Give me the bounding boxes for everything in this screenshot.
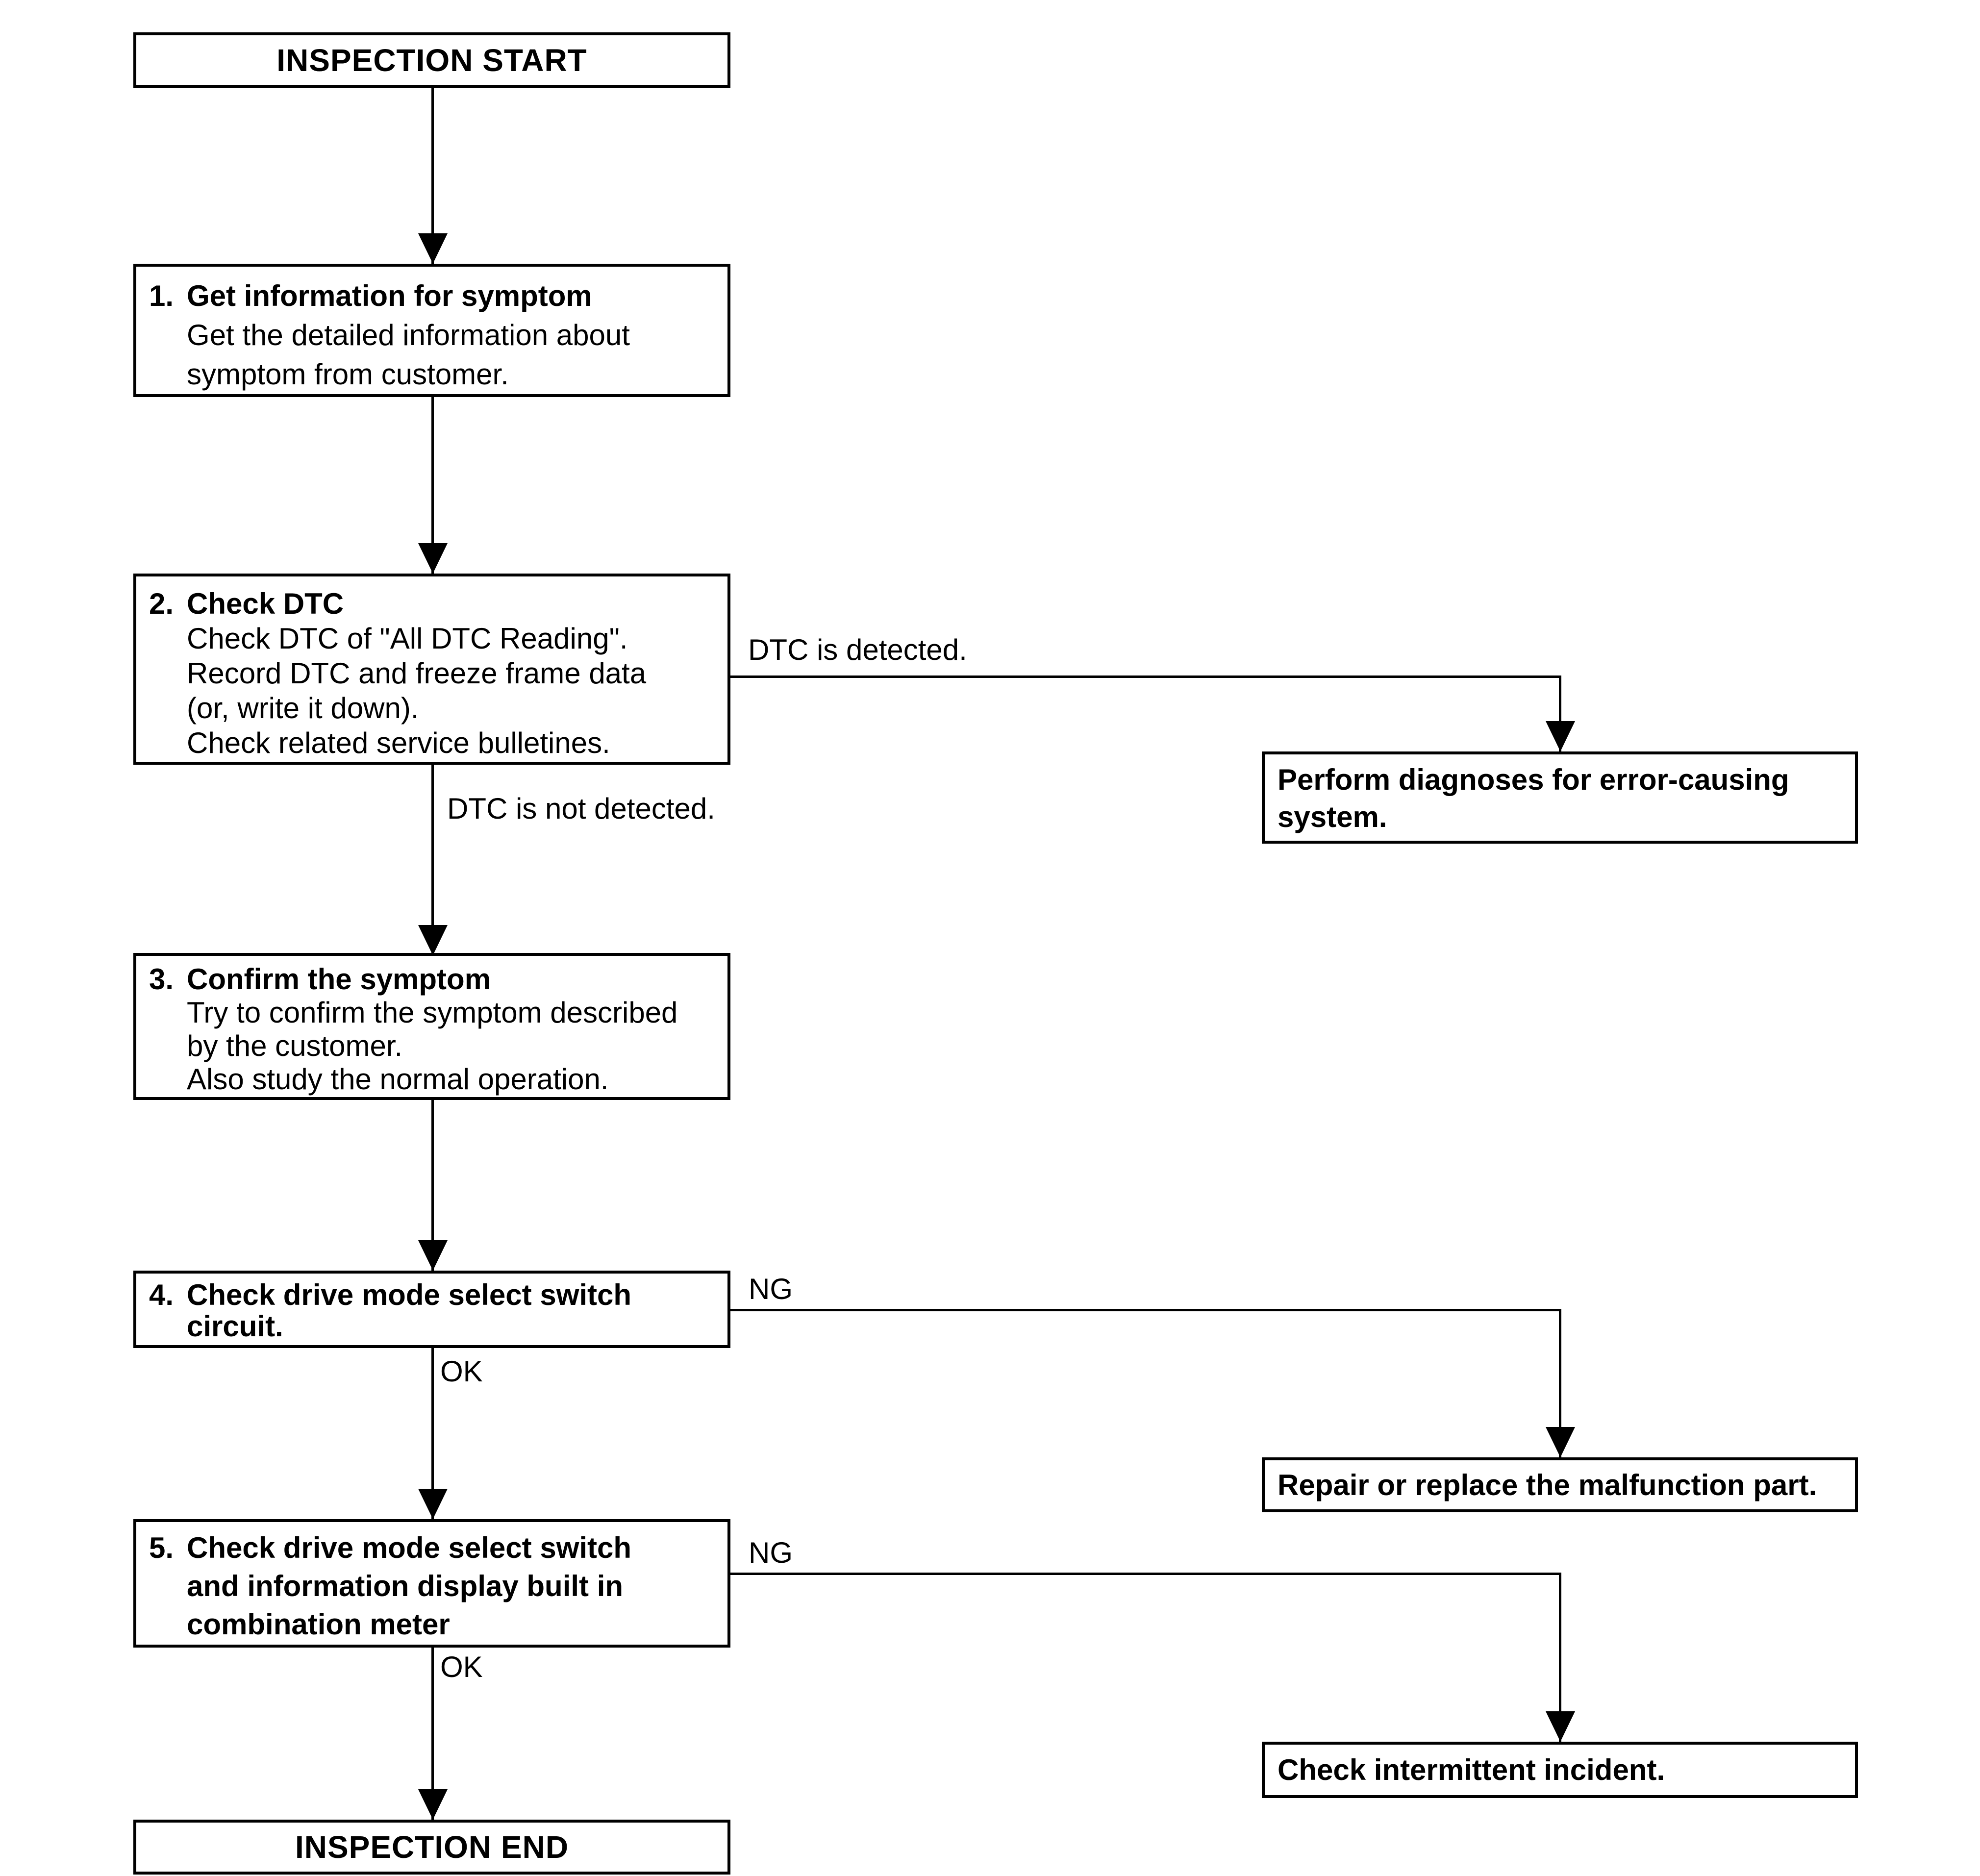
arrowhead-ng1 (1546, 1427, 1575, 1457)
step-2-body-line: Check related service bulletines. (187, 726, 610, 759)
step-2-number: 2. (149, 587, 174, 620)
edge-label-ok-1: OK (440, 1355, 483, 1388)
step-4-title: Check drive mode select switch (187, 1278, 632, 1311)
connector-step4-to-step5 (431, 1348, 434, 1519)
connector-step5-to-end (431, 1648, 434, 1820)
step-4-title-line: circuit. (187, 1310, 283, 1343)
node-step-1-get-information: 1. Get information for symptom Get the de… (133, 264, 730, 397)
arrowhead-start-to-step1 (418, 233, 448, 264)
connector-ng1-horizontal (727, 1309, 1561, 1311)
step-3-body-line: Also study the normal operation. (187, 1063, 609, 1096)
step-1-title: Get information for symptom (187, 279, 592, 312)
connector-start-to-step1 (431, 88, 434, 264)
step-3-title: Confirm the symptom (187, 963, 491, 996)
inspection-start-label: INSPECTION START (276, 42, 587, 78)
edge-label-dtc-detected: DTC is detected. (748, 633, 967, 666)
connector-dtc-detected-horizontal (727, 675, 1561, 678)
step-2-body-line: Check DTC of "All DTC Reading". (187, 622, 628, 655)
arrowhead-ng2 (1546, 1711, 1575, 1742)
step-1-number: 1. (149, 279, 174, 312)
step-2-body-line: Record DTC and freeze frame data (187, 657, 647, 690)
node-inspection-start: INSPECTION START (133, 32, 730, 88)
connector-ng2-vertical (1559, 1573, 1561, 1742)
connector-step2-to-step3 (431, 764, 434, 955)
inspection-end-label: INSPECTION END (295, 1829, 569, 1865)
connector-ng1-vertical (1559, 1309, 1561, 1457)
step-5-title-line: and information display built in (187, 1570, 624, 1602)
step-1-body-line: symptom from customer. (187, 358, 509, 391)
perform-diagnoses-line: Perform diagnoses for error-causing (1278, 763, 1789, 796)
step-4-number: 4. (149, 1278, 174, 1311)
node-step-4-check-switch-circuit: 4. Check drive mode select switch circuit… (133, 1271, 730, 1348)
node-perform-diagnoses: Perform diagnoses for error-causing syst… (1262, 751, 1858, 844)
step-3-body-line: Try to confirm the symptom described (187, 996, 678, 1029)
arrowhead-step2-to-step3 (418, 925, 448, 955)
step-1-body-line: Get the detailed information about (187, 319, 630, 351)
arrowhead-step3-to-step4 (418, 1240, 448, 1271)
node-repair-replace: Repair or replace the malfunction part. (1262, 1457, 1858, 1512)
node-check-intermittent: Check intermittent incident. (1262, 1742, 1858, 1798)
arrowhead-step1-to-step2 (418, 543, 448, 574)
connector-dtc-detected-vertical (1559, 675, 1561, 751)
perform-diagnoses-line: system. (1278, 800, 1387, 833)
edge-label-ng-1: NG (749, 1273, 793, 1305)
step-2-body-line: (or, write it down). (187, 692, 419, 725)
check-intermittent-line: Check intermittent incident. (1278, 1753, 1665, 1786)
node-step-2-check-dtc: 2. Check DTC Check DTC of "All DTC Readin… (133, 574, 730, 765)
connector-step1-to-step2 (431, 397, 434, 574)
edge-label-ng-2: NG (749, 1536, 793, 1569)
edge-label-ok-2: OK (440, 1651, 483, 1683)
step-3-number: 3. (149, 963, 174, 996)
node-inspection-end: INSPECTION END (133, 1820, 730, 1875)
step-5-title-line: combination meter (187, 1608, 450, 1641)
node-step-5-check-switch-display: 5. Check drive mode select switch and inf… (133, 1519, 730, 1648)
step-2-title: Check DTC (187, 587, 344, 620)
repair-replace-line: Repair or replace the malfunction part. (1278, 1468, 1817, 1501)
step-5-number: 5. (149, 1531, 174, 1564)
connector-ng2-horizontal (727, 1573, 1561, 1575)
connector-step3-to-step4 (431, 1100, 434, 1271)
node-step-3-confirm-symptom: 3. Confirm the symptom Try to confirm the… (133, 953, 730, 1100)
step-5-title: Check drive mode select switch (187, 1531, 632, 1564)
arrowhead-dtc-detected (1546, 721, 1575, 751)
arrowhead-step4-to-step5 (418, 1489, 448, 1519)
arrowhead-step5-to-end (418, 1789, 448, 1820)
edge-label-dtc-not-detected: DTC is not detected. (447, 792, 715, 825)
step-3-body-line: by the customer. (187, 1029, 403, 1062)
